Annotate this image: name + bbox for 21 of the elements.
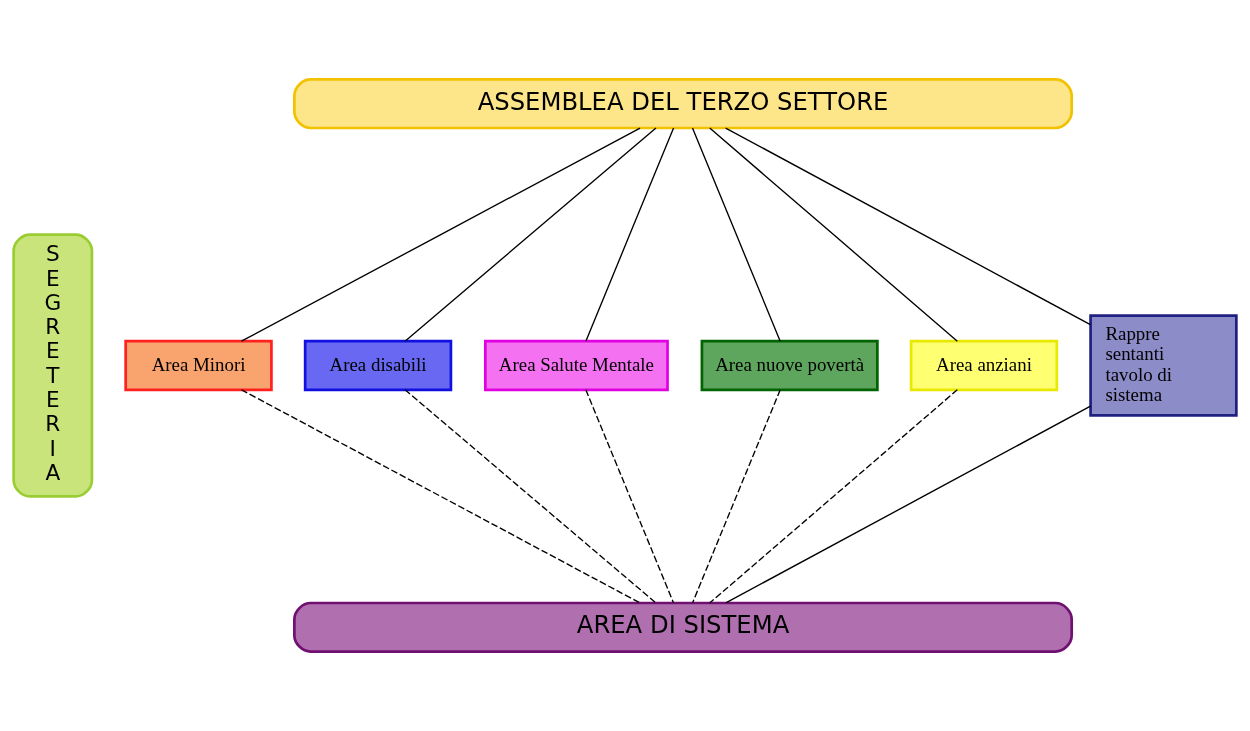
node-box: AREA DI SISTEMA [293, 601, 1074, 653]
node-box: Area disabili [303, 339, 453, 392]
node-box: Area Salute Mentale [483, 339, 669, 392]
connector [725, 405, 1092, 604]
connector [240, 127, 641, 342]
node-box: ASSEMBLEA DEL TERZO SETTORE [293, 78, 1074, 130]
node-box: Area Minori [124, 339, 273, 392]
connector [691, 389, 781, 604]
connector [240, 389, 641, 604]
connector [585, 389, 675, 604]
connector [404, 389, 657, 604]
connector [585, 127, 675, 342]
connector [404, 127, 657, 342]
node-box: Area anziani [909, 339, 1059, 392]
connector [709, 389, 958, 604]
node-box: Rappre sentanti tavolo di sistema [1089, 314, 1238, 417]
connector [709, 127, 958, 342]
node-box: S E G R E T E R I A [12, 233, 94, 498]
node-box: Area nuove povertà [700, 339, 879, 392]
connector [725, 127, 1092, 326]
connector [691, 127, 781, 342]
